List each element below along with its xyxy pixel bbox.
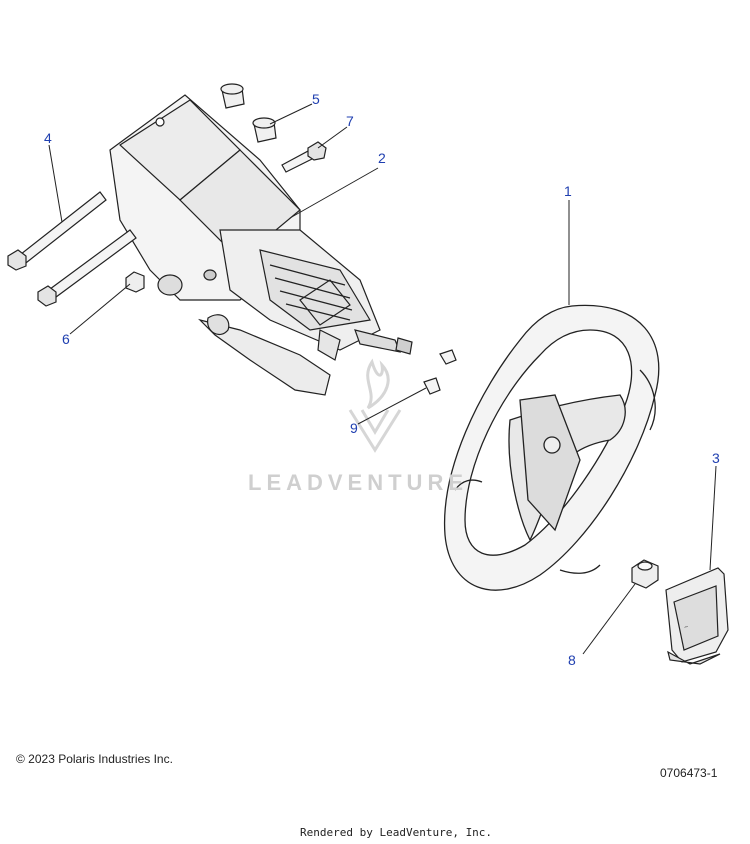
nut-part-8 xyxy=(631,559,659,589)
horn-cap-part-3: ~ xyxy=(665,567,729,665)
callout-8[interactable]: 8 xyxy=(568,652,576,668)
callout-7[interactable]: 7 xyxy=(346,113,354,129)
watermark-text: LEADVENTURE xyxy=(248,470,469,495)
bushings-part-5 xyxy=(220,83,277,143)
leader-lines xyxy=(48,103,717,655)
svg-text:~: ~ xyxy=(683,624,689,632)
bolt-part-7 xyxy=(281,141,327,173)
callout-6[interactable]: 6 xyxy=(62,331,70,347)
callout-4[interactable]: 4 xyxy=(44,130,52,146)
callout-1[interactable]: 1 xyxy=(564,183,572,199)
callout-9[interactable]: 9 xyxy=(350,420,358,436)
steering-column-assembly xyxy=(109,94,413,396)
callout-2[interactable]: 2 xyxy=(378,150,386,166)
render-credit: Rendered by LeadVenture, Inc. xyxy=(300,826,493,839)
nut-part-6 xyxy=(125,271,145,293)
pivot-bolts xyxy=(7,191,137,307)
steering-wheel xyxy=(443,304,660,591)
pins-part-9 xyxy=(423,349,457,395)
copyright-notice: © 2023 Polaris Industries Inc. xyxy=(16,752,173,766)
diagram-number: 0706473-1 xyxy=(660,766,718,780)
callout-3[interactable]: 3 xyxy=(712,450,720,466)
callout-5[interactable]: 5 xyxy=(312,91,320,107)
